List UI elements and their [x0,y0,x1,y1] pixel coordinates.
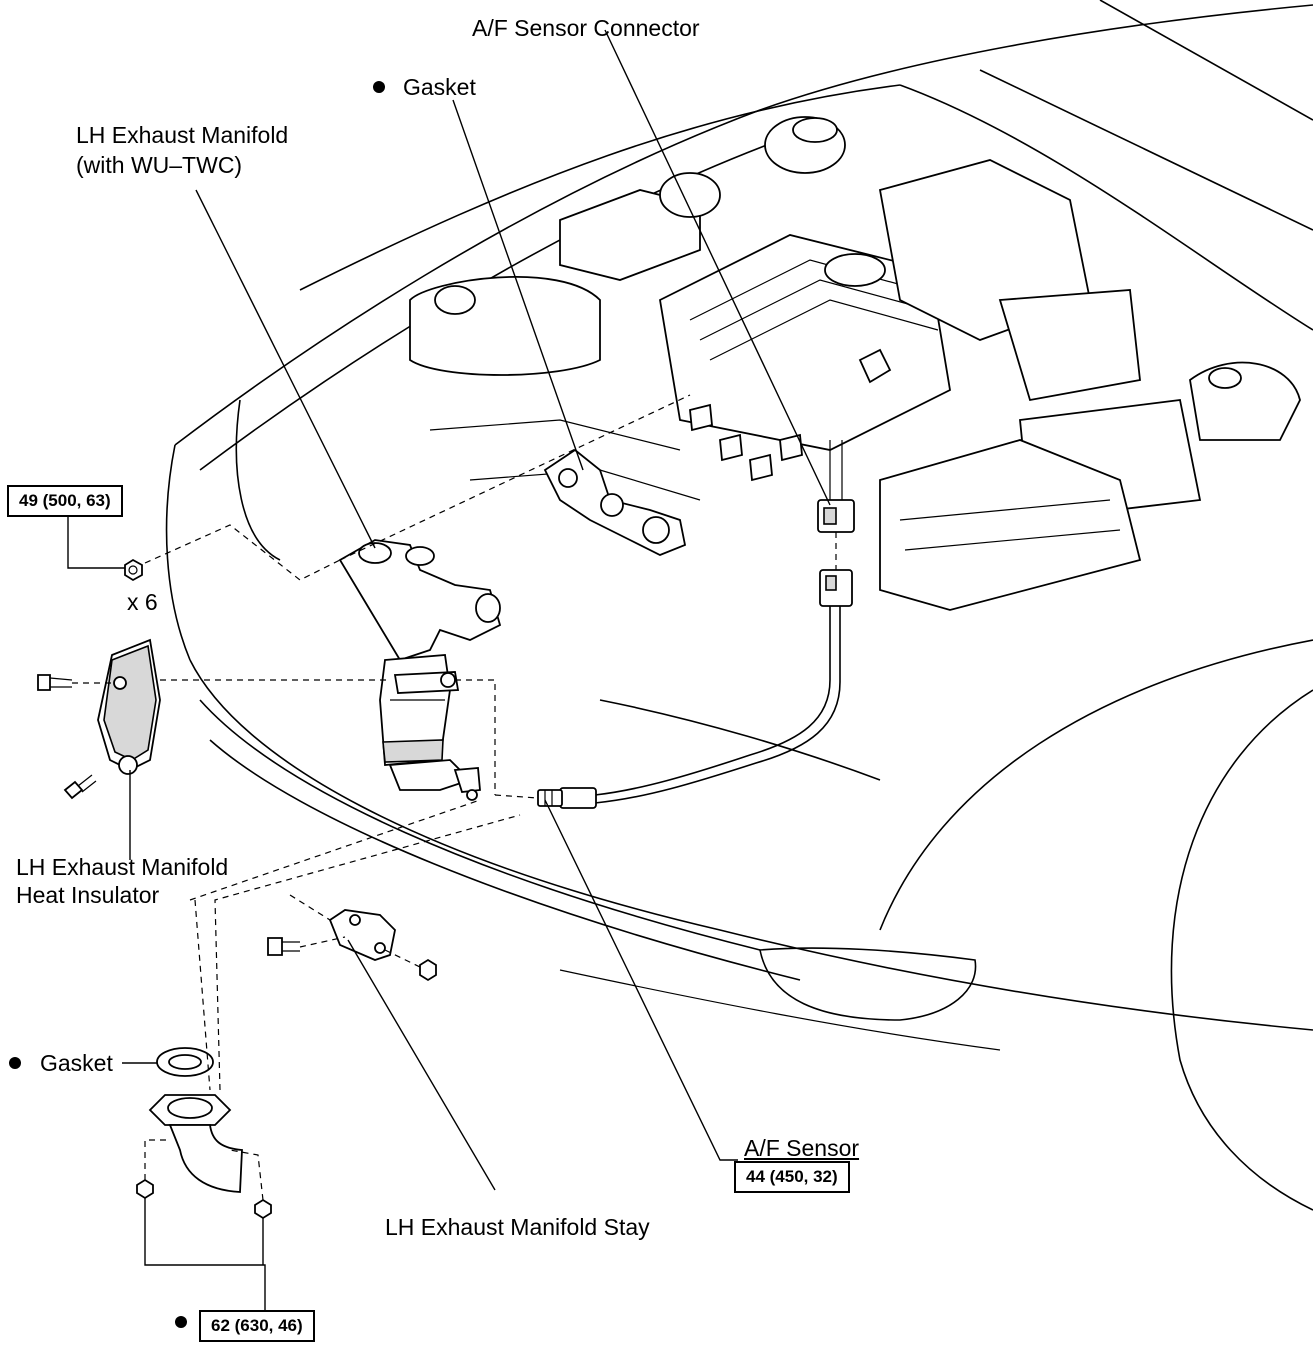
af-sensor [494,606,841,809]
front-pipe [136,799,521,1220]
label-manifold-stay: LH Exhaust Manifold Stay [385,1214,650,1240]
car-body-outline [165,0,1313,1211]
label-x6: x 6 [127,589,158,615]
label-gasket-top: Gasket [403,74,476,100]
torque-af-sensor: 44 (450, 32) [734,1161,850,1193]
non-reusable-marker [175,1316,187,1328]
label-gasket-bottom: Gasket [40,1050,113,1076]
manifold-gasket [543,448,687,556]
label-heat-insulator-sub: Heat Insulator [16,882,160,908]
non-reusable-marker [373,81,385,93]
label-lh-exhaust-manifold: LH Exhaust Manifold [76,122,289,148]
manifold-nut [124,394,691,582]
leader-lines [67,29,831,1340]
engine-bay [409,116,1301,611]
af-sensor-connector [817,440,855,607]
heat-insulator [37,638,496,800]
label-af-sensor-connector: A/F Sensor Connector [472,15,700,41]
torque-front-pipe-nut: 62 (630, 46) [199,1310,315,1342]
label-lh-exhaust-manifold-sub: (with WU–TWC) [76,152,243,178]
label-heat-insulator: LH Exhaust Manifold [16,854,229,880]
torque-manifold-nut: 49 (500, 63) [7,485,123,517]
manifold-stay [267,894,437,982]
lh-exhaust-manifold [338,539,502,801]
label-af-sensor: A/F Sensor [744,1135,860,1161]
non-reusable-marker [9,1057,21,1069]
